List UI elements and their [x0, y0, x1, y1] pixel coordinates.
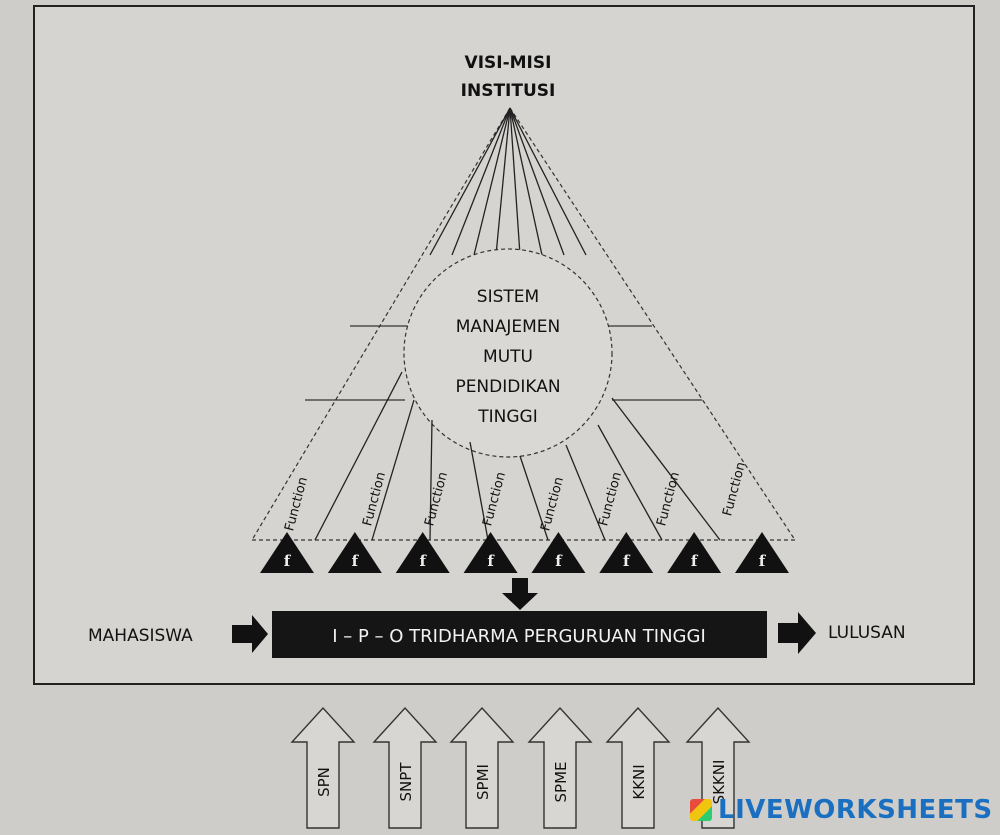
function-symbol: f [487, 552, 495, 570]
function-triangle: f [667, 532, 722, 573]
function-triangle: f [260, 532, 314, 573]
function-leg [565, 444, 606, 541]
standard-arrow: SPN [290, 706, 356, 829]
standards-arrows: SPN SNPT SPMI SPME KKNI SKKNI [290, 706, 751, 829]
function-leg [371, 399, 415, 541]
apex-ray [473, 107, 511, 256]
center-label-line2: MANAJEMEN [456, 317, 561, 337]
apex-label-line2: INSTITUSI [461, 81, 556, 101]
standard-label: KKNI [630, 764, 648, 799]
standard-arrow: SPMI [449, 706, 515, 829]
standard-arrow: SKKNI [685, 706, 751, 829]
standard-label: SKKNI [710, 760, 728, 805]
brand-text: LIVEWORKSHEETS [718, 795, 993, 825]
apex-ray [429, 107, 511, 256]
function-symbol: f [419, 552, 427, 570]
function-triangle: f [463, 532, 518, 573]
function-triangle: f [395, 532, 450, 573]
brand-watermark: LIVEWORKSHEETS [690, 795, 993, 825]
function-symbol: f [691, 552, 699, 570]
output-arrow-icon [778, 612, 816, 654]
function-leg [314, 371, 403, 541]
input-arrow-icon [232, 615, 268, 653]
function-triangle: f [531, 532, 586, 573]
function-triangle: f [735, 532, 789, 573]
function-symbol: f [623, 552, 631, 570]
function-leg [597, 424, 663, 541]
center-label-line3: MUTU [483, 347, 533, 367]
function-leg [611, 397, 721, 541]
apex-label-line1: VISI-MISI [465, 53, 552, 73]
function-triangle: f [599, 532, 654, 573]
standard-label: SPMI [474, 764, 492, 800]
function-leg [429, 419, 433, 541]
function-triangle: f [327, 532, 382, 573]
apex-rays [429, 107, 587, 256]
apex-ray [509, 107, 543, 256]
center-label-line5: TINGGI [477, 407, 537, 427]
function-leg [519, 455, 549, 541]
standard-arrow: SNPT [372, 706, 438, 829]
standard-label: SNPT [397, 762, 415, 802]
down-arrow-icon [502, 578, 538, 610]
apex-ray [509, 107, 565, 256]
apex-ray [451, 107, 511, 256]
function-leg [469, 441, 489, 541]
center-circle [403, 248, 613, 458]
standard-label: SPME [552, 762, 570, 803]
function-symbol: f [284, 552, 292, 570]
function-legs [314, 371, 721, 541]
standard-label: SPN [315, 767, 333, 797]
standard-arrow: SPME [527, 706, 593, 829]
function-symbol: f [759, 552, 767, 570]
center-label-line4: PENDIDIKAN [455, 377, 560, 397]
center-label-line1: SISTEM [477, 287, 539, 307]
apex-ray [509, 107, 521, 256]
apex-ray [509, 107, 587, 256]
function-symbol: f [555, 552, 563, 570]
brand-logo-icon [690, 799, 712, 821]
process-label: I – P – O TRIDHARMA PERGURUAN TINGGI [332, 626, 706, 647]
apex-ray [495, 107, 511, 256]
output-label: LULUSAN [828, 623, 906, 643]
standard-arrow: KKNI [605, 706, 671, 829]
function-symbol: f [352, 552, 360, 570]
pyramid-right-edge [509, 107, 796, 541]
input-label: MAHASISWA [88, 626, 193, 646]
process-bar [272, 611, 767, 658]
